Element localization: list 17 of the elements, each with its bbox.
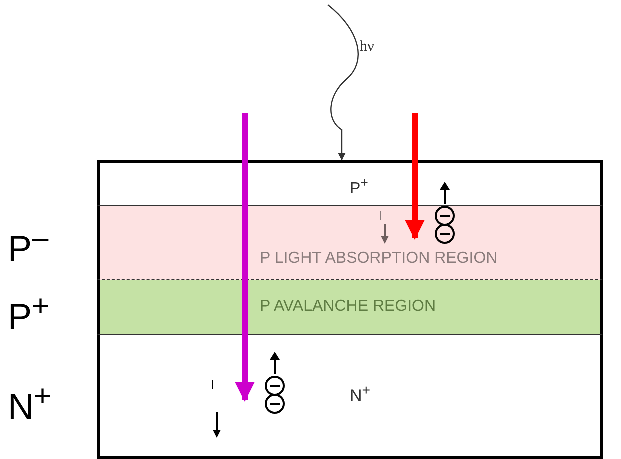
doping-label: N$^{+}$ (8, 382, 52, 425)
layer-region (97, 160, 603, 206)
layer-region (97, 335, 603, 459)
arrow (235, 113, 255, 402)
doping-label: P$^{–}$ (8, 224, 49, 267)
layer-region (97, 206, 603, 280)
edge-label: hν (360, 40, 374, 55)
arrow (328, 4, 359, 161)
current-label: I (379, 209, 383, 222)
region-label: P$^{+}$ (350, 175, 368, 198)
region-label: P AVALANCHE REGION (260, 298, 436, 316)
layer-region (97, 280, 603, 335)
current-label: I (211, 378, 215, 391)
region-label: P LIGHT ABSORPTION REGION (260, 250, 498, 268)
arrow (405, 113, 425, 240)
doping-label: P$^{+}$ (8, 292, 50, 335)
region-label: N$^{+}$ (350, 383, 371, 407)
